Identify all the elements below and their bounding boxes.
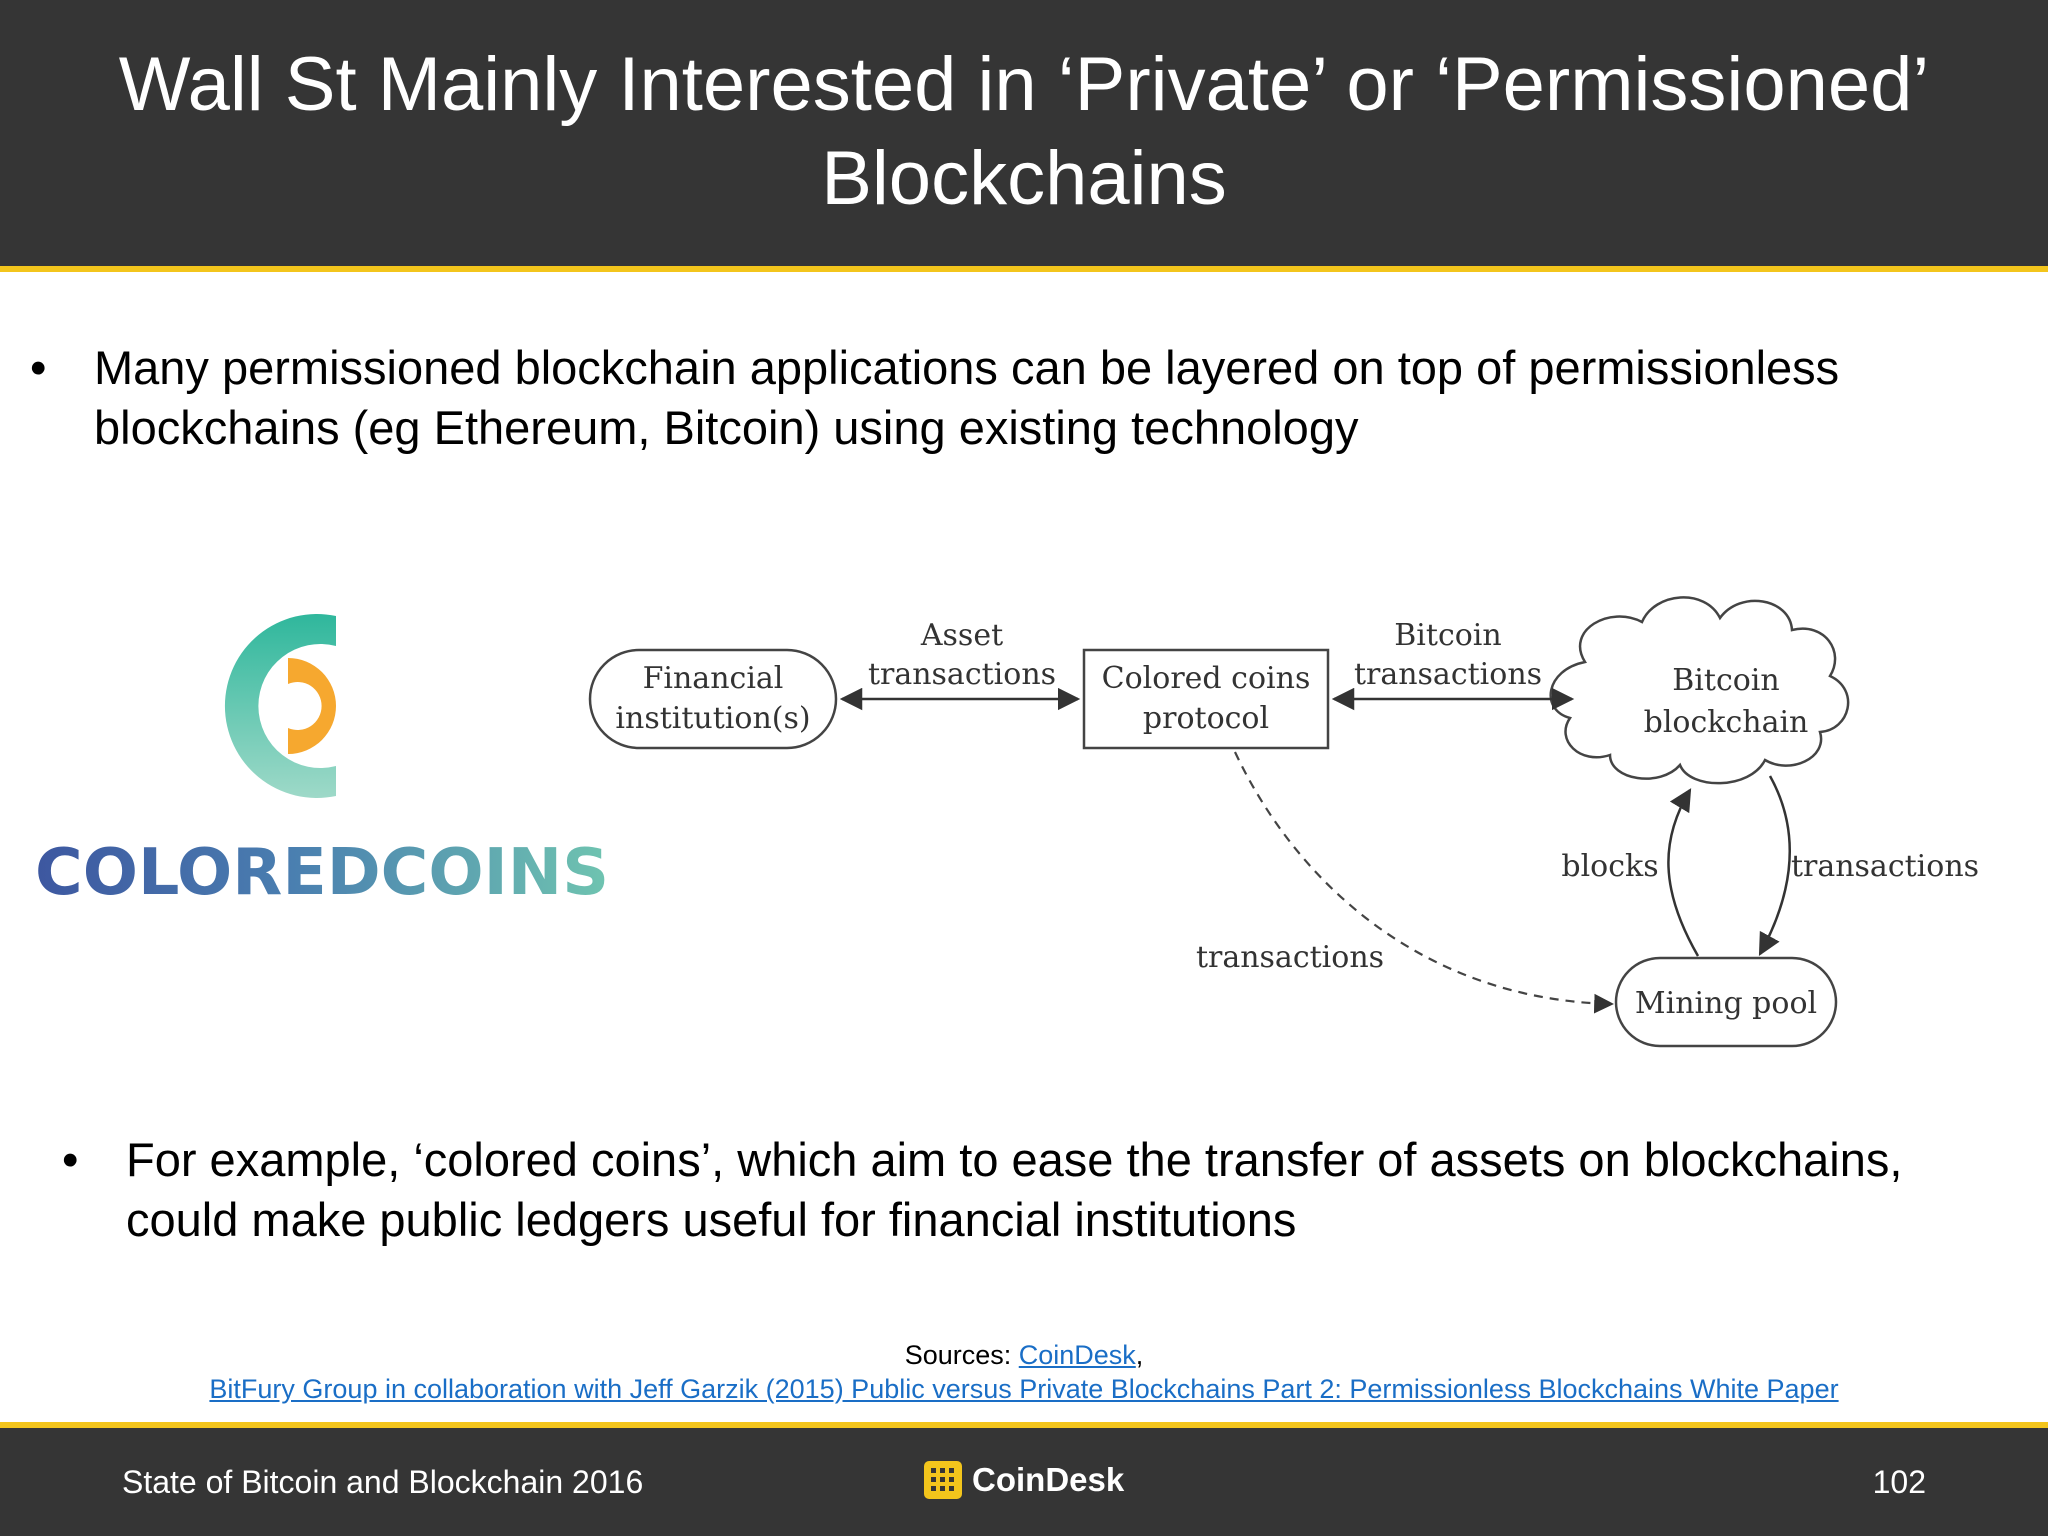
logo-inner-arc: [288, 658, 336, 754]
source-link-coindesk[interactable]: CoinDesk: [1018, 1340, 1136, 1370]
sources-line-2: BitFury Group in collaboration with Jeff…: [0, 1372, 2048, 1406]
colored-coins-diagram: Financial institution(s) Colored coins p…: [588, 596, 1979, 1048]
footer-brand: CoinDesk: [924, 1458, 1124, 1502]
logo-outer-arc: [224, 614, 336, 798]
page-number: 102: [1872, 1464, 1926, 1500]
sources-separator: ,: [1135, 1340, 1144, 1370]
bullet-text: Many permissioned blockchain application…: [94, 341, 1840, 454]
bullet-marker: •: [62, 1133, 79, 1186]
node-label: Financial: [643, 661, 784, 696]
slide-header: Wall St Mainly Interested in ‘Private’ o…: [0, 0, 2048, 266]
node-financial-institutions: Financial institution(s): [588, 648, 838, 750]
sources: Sources: CoinDesk, BitFury Group in coll…: [0, 1338, 2048, 1406]
edge-transactions-dashed: [1234, 751, 1614, 1014]
bullet-text: For example, ‘colored coins’, which aim …: [126, 1133, 1903, 1246]
source-link-bitfury[interactable]: BitFury Group in collaboration with Jeff…: [209, 1374, 1839, 1404]
sources-prefix: Sources:: [904, 1340, 1019, 1370]
slide-title: Wall St Mainly Interested in ‘Private’ o…: [118, 42, 1930, 221]
sources-line-1: Sources: CoinDesk,: [0, 1338, 2048, 1372]
node-label: Mining pool: [1635, 986, 1817, 1021]
edge-label: transactions: [868, 657, 1056, 692]
edge-label: Bitcoin: [1394, 618, 1501, 653]
header-accent-line: [0, 266, 2048, 272]
edge-label: transactions: [1354, 657, 1542, 692]
node-label: blockchain: [1644, 705, 1809, 740]
footer-brand-name: CoinDesk: [972, 1461, 1125, 1498]
coindesk-logo-icon: [924, 1461, 962, 1499]
footer-accent-line: [0, 1422, 2048, 1428]
edge-label: blocks: [1561, 849, 1658, 884]
node-label: Bitcoin: [1672, 663, 1779, 698]
colored-coins-logo: COLOREDCOINS: [35, 614, 609, 910]
node-mining-pool: Mining pool: [1614, 956, 1838, 1048]
node-colored-coins-protocol: Colored coins protocol: [1082, 648, 1330, 750]
logo-wordmark: COLOREDCOINS: [35, 836, 609, 910]
slide-footer: State of Bitcoin and Blockchain 2016 Coi…: [0, 1428, 2048, 1536]
node-label: institution(s): [615, 701, 810, 736]
edge-label: transactions: [1791, 849, 1979, 884]
edge-label: transactions: [1196, 940, 1384, 975]
footer-report-title: State of Bitcoin and Blockchain 2016: [122, 1464, 644, 1500]
node-label: protocol: [1143, 701, 1269, 736]
edge-transactions-right: [1758, 775, 1791, 956]
node-bitcoin-blockchain: Bitcoin blockchain: [1549, 596, 1850, 785]
bullet-marker: •: [30, 341, 47, 394]
node-label: Colored coins: [1102, 661, 1311, 696]
edge-label: Asset: [920, 618, 1003, 653]
edge-blocks: [1667, 788, 1700, 957]
